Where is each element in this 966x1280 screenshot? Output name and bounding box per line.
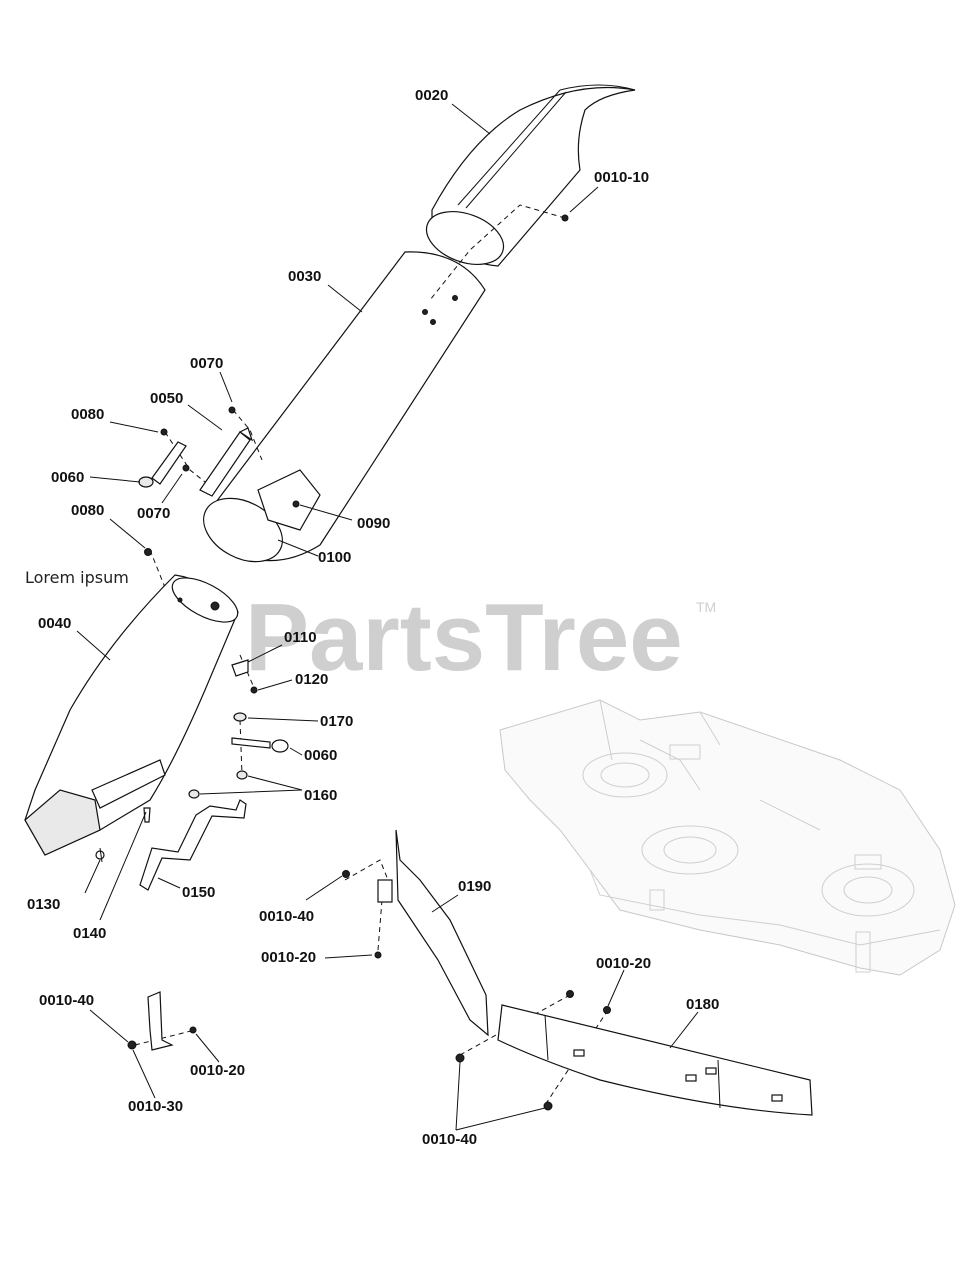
hw-0010-40-nut-e — [127, 1040, 137, 1050]
label-0030: 0030 — [288, 268, 321, 285]
label-0010-30: 0010-30 — [128, 1098, 183, 1115]
diagram-caption: Lorem ipsum — [25, 568, 129, 587]
part-0060-handle-upper — [138, 441, 187, 488]
label-0010-20-c: 0010-20 — [190, 1062, 245, 1079]
label-0140: 0140 — [73, 925, 106, 942]
part-0110-clip — [231, 659, 249, 677]
hw-0130-bolt — [95, 847, 105, 863]
hw-0010-40-nut-a — [342, 870, 350, 878]
watermark-text: PartsTree — [245, 584, 683, 691]
label-0080-a: 0080 — [71, 406, 104, 423]
part-labels: 0020 0010-10 0030 0070 0050 0080 0060 00… — [27, 87, 719, 1148]
part-0180-deflector — [497, 1004, 813, 1116]
label-0190: 0190 — [458, 878, 491, 895]
hw-0140-bolt — [143, 807, 151, 823]
label-0070-b: 0070 — [137, 505, 170, 522]
hw-0080-nut-a — [160, 428, 168, 436]
label-0060-b: 0060 — [304, 747, 337, 764]
mower-deck-illustration — [499, 699, 956, 976]
label-0150: 0150 — [182, 884, 215, 901]
part-0030-chute-tube — [203, 251, 486, 563]
hw-0010-40-nut-c — [455, 1053, 465, 1063]
label-0010-20-b: 0010-20 — [596, 955, 651, 972]
part-0160-bushing-a — [236, 770, 248, 780]
part-0050-bracket — [199, 427, 254, 497]
hw-0070-nut-a — [228, 406, 236, 414]
label-0060-a: 0060 — [51, 469, 84, 486]
part-0060-handle-lower — [231, 737, 289, 753]
hw-0010-40-nut-d — [543, 1101, 553, 1111]
watermark-tm: TM — [696, 599, 716, 615]
label-0070-a: 0070 — [190, 355, 223, 372]
hw-0010-20-screw-c — [189, 1026, 197, 1034]
label-0160: 0160 — [304, 787, 337, 804]
hw-0010-40-nut-b — [603, 1006, 611, 1014]
part-small-bracket — [147, 991, 174, 1051]
hw-0010-20-screw-b — [566, 990, 574, 998]
label-0020: 0020 — [415, 87, 448, 104]
hw-0070-nut-b — [182, 464, 190, 472]
label-0010-40-c: 0010-40 — [422, 1131, 477, 1148]
label-0120: 0120 — [295, 671, 328, 688]
part-0170-spacer — [233, 712, 247, 722]
label-0130: 0130 — [27, 896, 60, 913]
label-0080-b: 0080 — [71, 502, 104, 519]
label-0010-40-b: 0010-40 — [39, 992, 94, 1009]
hw-0080-nut-b — [144, 548, 152, 556]
label-0010-20-a: 0010-20 — [261, 949, 316, 966]
part-0160-bushing-b — [188, 789, 200, 799]
label-0170: 0170 — [320, 713, 353, 730]
part-0040-lower-chute — [24, 574, 239, 856]
hw-0010-10-screw — [561, 214, 569, 222]
label-0010-40-a: 0010-40 — [259, 908, 314, 925]
part-0020-chute-top — [425, 84, 636, 267]
hw-0120-nut — [250, 686, 258, 694]
label-0180: 0180 — [686, 996, 719, 1013]
part-0190-plate — [377, 829, 489, 1037]
label-0040: 0040 — [38, 615, 71, 632]
leader-lines — [76, 103, 699, 1131]
label-0050: 0050 — [150, 390, 183, 407]
label-0010-10: 0010-10 — [594, 169, 649, 186]
label-0100: 0100 — [318, 549, 351, 566]
label-0090: 0090 — [357, 515, 390, 532]
hw-0010-20-screw-a — [374, 951, 382, 959]
watermark: PartsTree TM — [245, 584, 716, 691]
part-0150-rod — [139, 799, 247, 891]
label-0110: 0110 — [284, 629, 317, 646]
